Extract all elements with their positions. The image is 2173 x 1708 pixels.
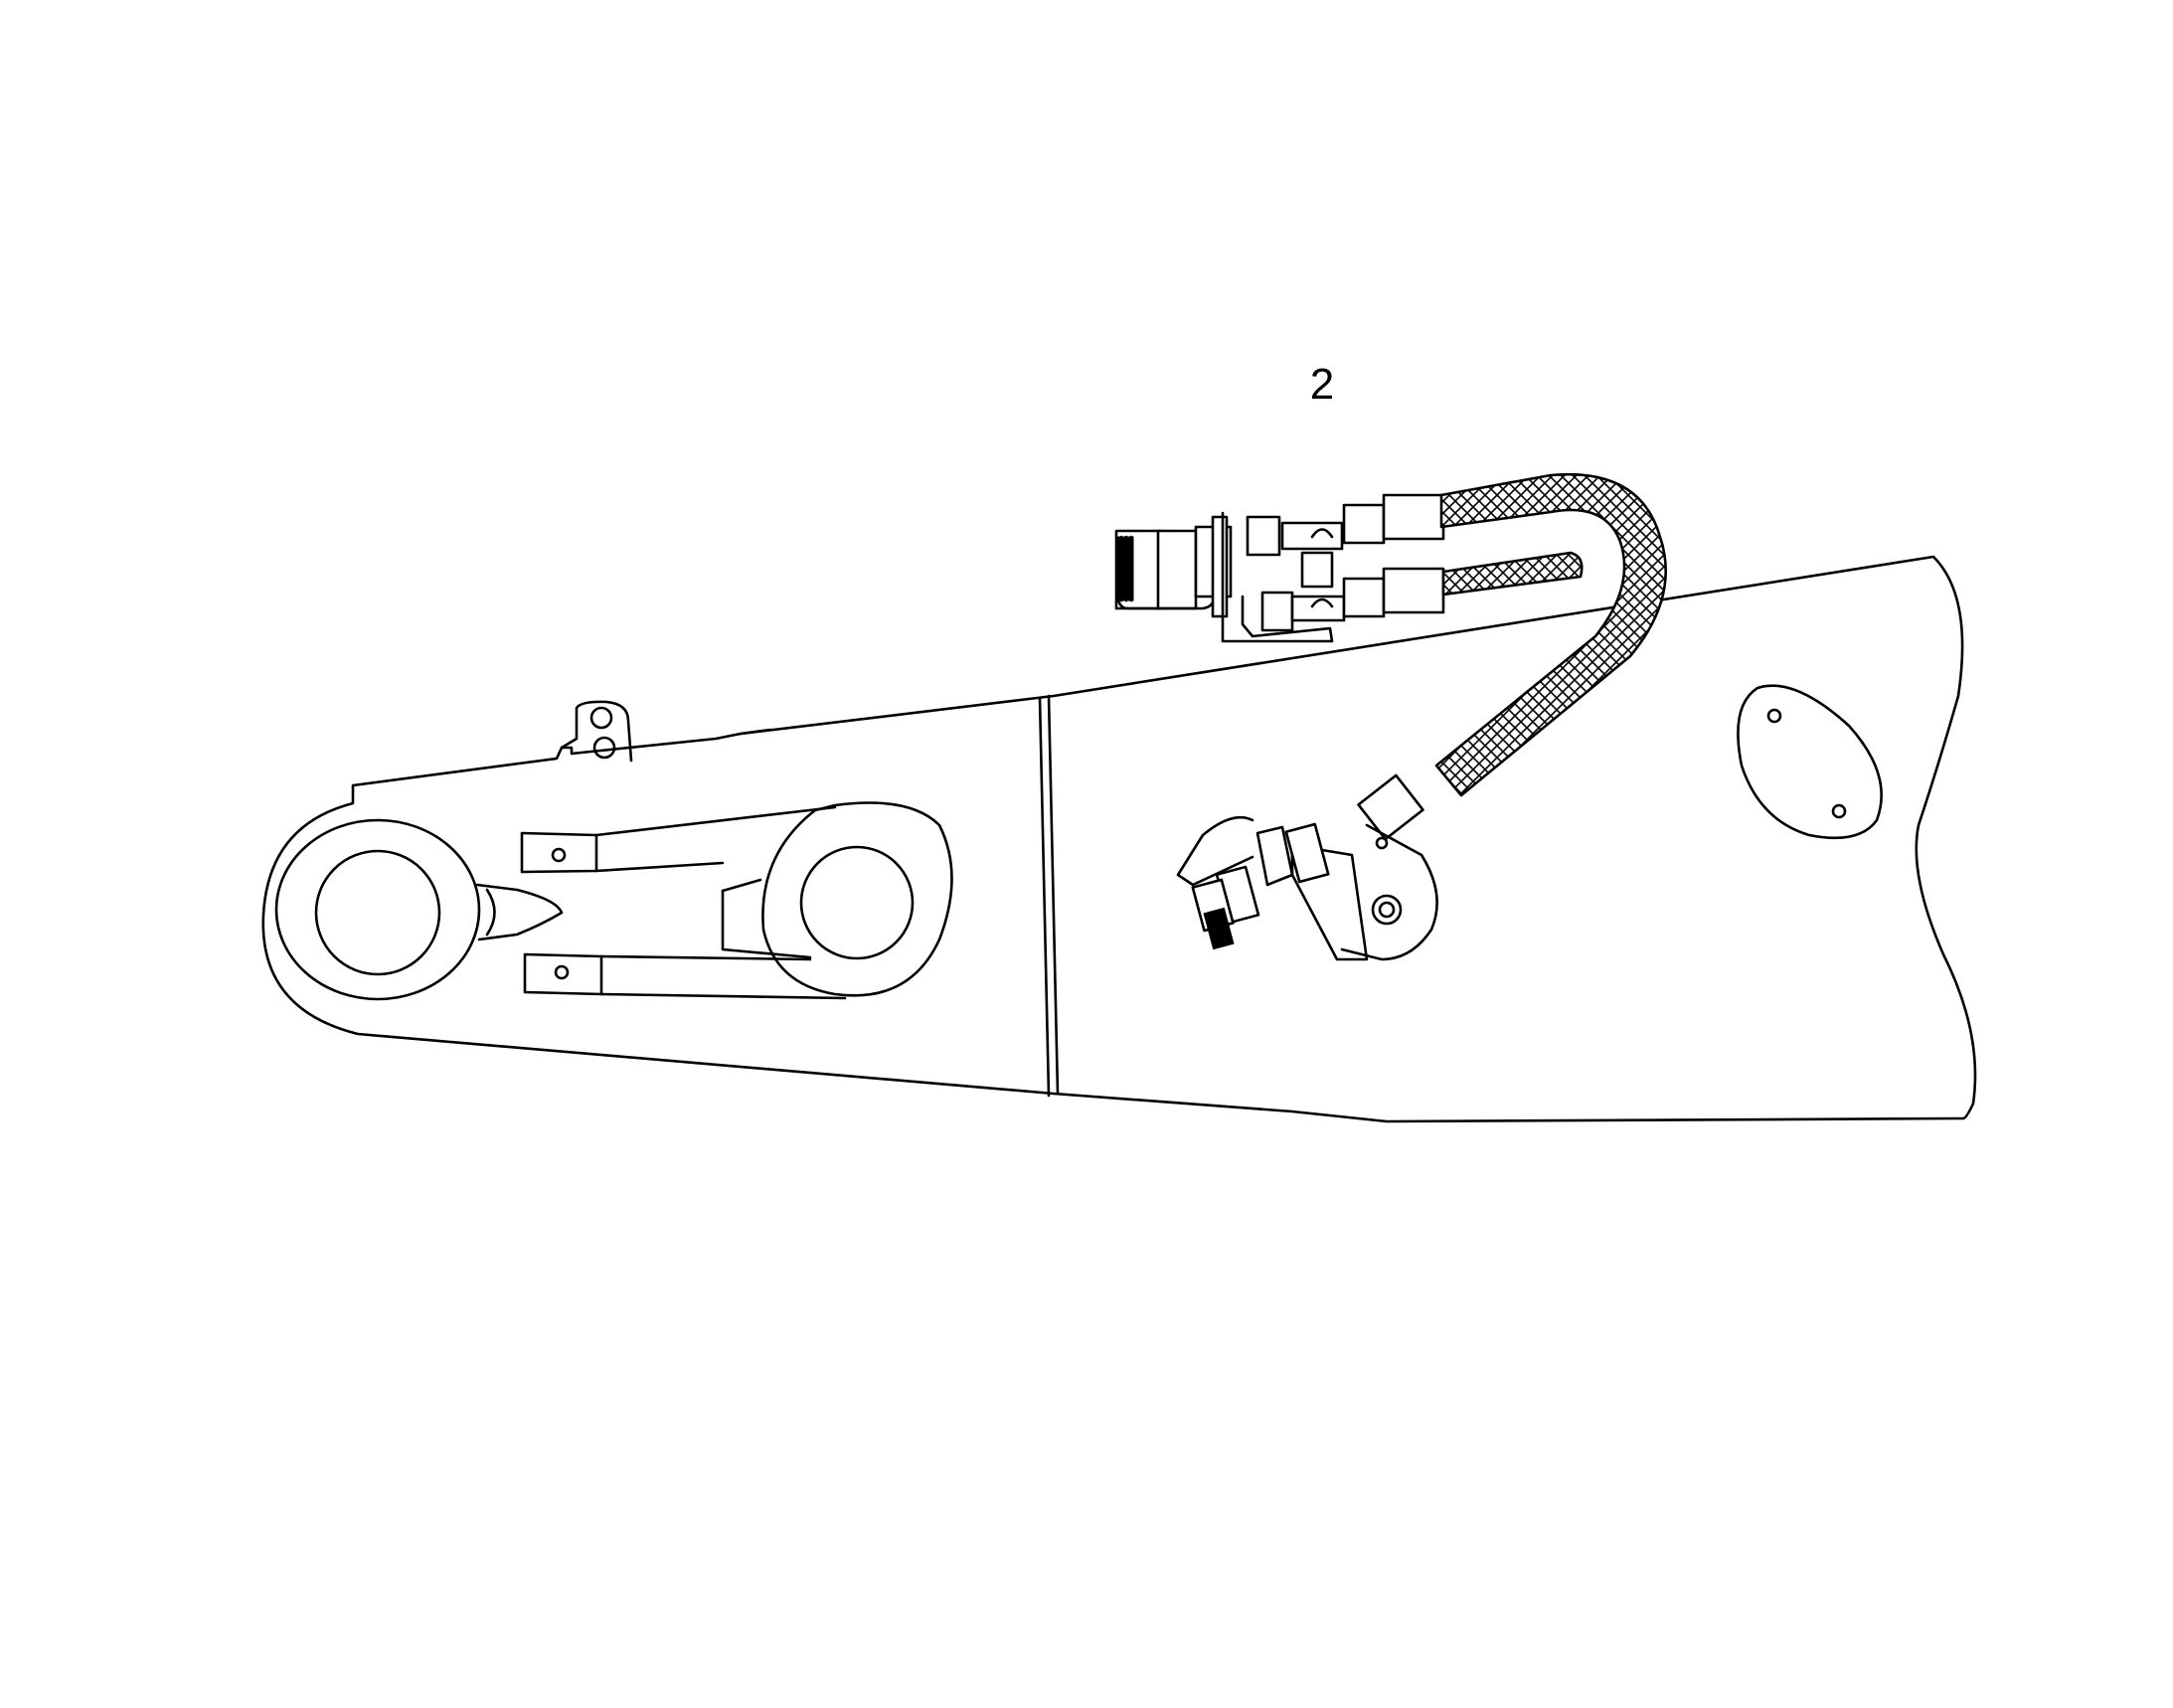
- callout-label-2: 2: [1309, 360, 1335, 409]
- lower-strap: [523, 952, 847, 1000]
- braided-hose: [1434, 472, 1667, 797]
- access-plate: [1737, 684, 1883, 840]
- lower-fitting-assembly: [1176, 773, 1438, 961]
- upper-fitting-assembly: [1114, 493, 1445, 643]
- body-seam: [1038, 694, 1060, 1098]
- upper-strap: [520, 805, 837, 874]
- mounting-tab: [560, 700, 633, 763]
- left-eye-ring: [274, 818, 564, 1001]
- right-eye-link: [721, 801, 953, 997]
- arm-body: [261, 555, 1977, 1123]
